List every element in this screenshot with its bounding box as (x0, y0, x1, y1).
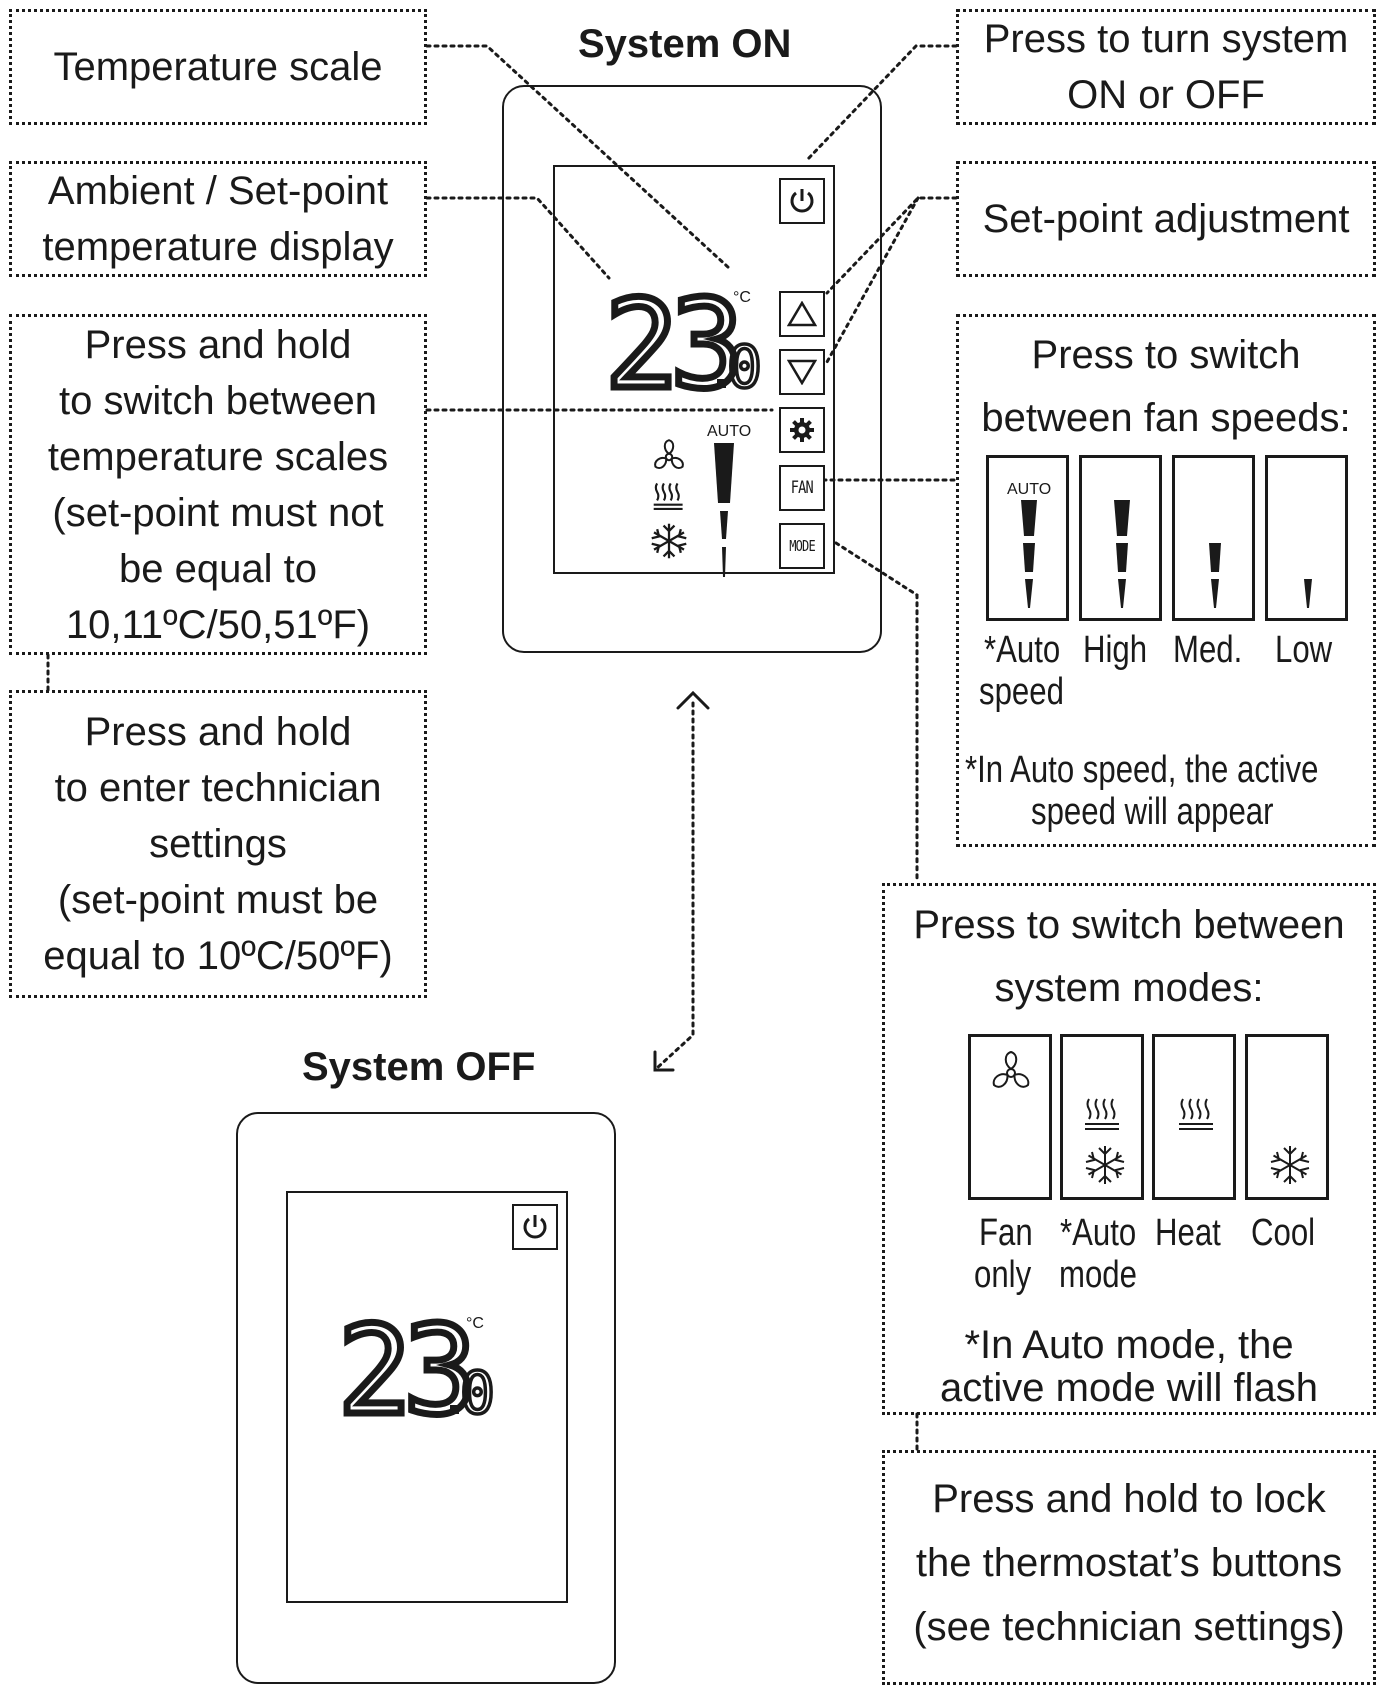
mode-label-heat: Heat (1155, 1212, 1221, 1254)
setpoint-down-button[interactable] (779, 349, 825, 395)
fan-panel-heading-1: Press to switch (1031, 333, 1301, 377)
power-button[interactable] (779, 178, 825, 224)
fan-icon (654, 439, 684, 470)
gear-icon (790, 418, 814, 442)
fan-label-low: Low (1275, 629, 1333, 671)
lcd-screen-off: 23 0 °C (286, 1191, 568, 1603)
system-off-title: System OFF (302, 1045, 536, 1089)
auto-tag: AUTO (1007, 481, 1052, 498)
callout-technician-settings: Press and hold to enter technician setti… (9, 690, 427, 998)
fan-panel-note-1: *In Auto speed, the active (965, 749, 1319, 791)
callout-setpoint-adjustment: Set-point adjustment (956, 161, 1376, 277)
fan-panel-note-2: speed will appear (1031, 791, 1274, 833)
temp-decimal-off: 0 (460, 1359, 495, 1427)
heat-icon (1179, 1098, 1213, 1130)
fan-label-high: High (1083, 629, 1148, 671)
power-button[interactable] (512, 1204, 558, 1250)
callout-scale-switch: Press and hold to switch between tempera… (9, 314, 427, 655)
fan-speed-card-med (1172, 455, 1255, 621)
mode-card-heat (1152, 1034, 1236, 1200)
decimal-point (717, 379, 726, 388)
callout-temperature-scale: Temperature scale (9, 9, 427, 125)
heat-icon (1085, 1098, 1119, 1130)
fan-speed-card-auto: AUTO (986, 455, 1069, 621)
mode-card-auto (1060, 1034, 1144, 1200)
mode-panel-heading-2: system modes: (994, 966, 1264, 1010)
triangle-down-icon (787, 359, 817, 385)
thermostat-on: 23 0 °C (502, 85, 882, 653)
mode-card-cool (1245, 1034, 1329, 1200)
fan-label-med: Med. (1173, 629, 1243, 671)
arrow-head-down (653, 1050, 675, 1072)
lcd-screen-on: 23 0 °C (553, 165, 835, 577)
temp-unit-on: °C (733, 289, 751, 306)
mode-panel-note-2: active mode will flash (940, 1366, 1318, 1410)
mode-label-auto: *Auto mode (1059, 1212, 1137, 1296)
cool-icon (1270, 1146, 1310, 1184)
decimal-point (450, 1405, 459, 1414)
thermostat-off: 23 0 °C (236, 1112, 616, 1684)
cool-icon (651, 523, 687, 559)
temp-unit-off: °C (466, 1315, 484, 1332)
fan-label-auto: *Auto speed (979, 629, 1064, 713)
setpoint-up-button[interactable] (779, 291, 825, 337)
temp-decimal-on: 0 (727, 333, 762, 401)
mode-panel: Press to switch between system modes: (882, 883, 1376, 1415)
fan-speed-card-high (1079, 455, 1162, 621)
fan-panel-heading-2: between fan speeds: (981, 396, 1351, 440)
auto-fan-tag: AUTO (707, 423, 752, 440)
mode-label-cool: Cool (1251, 1212, 1316, 1254)
mode-button[interactable]: MODE (779, 523, 825, 569)
mode-panel-heading-1: Press to switch between (913, 903, 1345, 947)
fan-button[interactable]: FAN (779, 465, 825, 511)
fan-icon (992, 1050, 1030, 1088)
temp-digits-on: 23 (605, 285, 736, 405)
triangle-up-icon (787, 301, 817, 327)
mode-card-fan-only (968, 1034, 1052, 1200)
temperature-display-on: 23 0 (605, 285, 764, 405)
mode-panel-note-1: *In Auto mode, the (964, 1323, 1294, 1367)
fan-speed-card-low (1265, 455, 1348, 621)
fan-bar-high-icon (1114, 500, 1130, 608)
fan-bar-auto-icon (1021, 500, 1037, 608)
power-icon (523, 1215, 547, 1239)
mode-label-fan-only: Fan only (973, 1212, 1033, 1296)
settings-button[interactable] (779, 407, 825, 453)
leader-on-off (655, 701, 695, 1070)
heat-icon (653, 482, 683, 510)
fan-bar-med-icon (1209, 543, 1221, 608)
power-icon (790, 189, 814, 213)
callout-lock-buttons: Press and hold to lock the thermostat’s … (882, 1450, 1376, 1685)
fan-speed-bar-icon (714, 443, 734, 577)
fan-speed-panel: Press to switch between fan speeds: AUTO… (956, 314, 1376, 847)
cool-icon (1085, 1146, 1125, 1184)
temperature-display-off: 23 0 (338, 1311, 497, 1431)
system-on-title: System ON (578, 22, 792, 66)
callout-power: Press to turn system ON or OFF (956, 9, 1376, 125)
callout-ambient-display: Ambient / Set-point temperature display (9, 161, 427, 277)
arrow-head-up (676, 690, 710, 710)
temp-digits-off: 23 (338, 1311, 469, 1431)
fan-bar-low-icon (1304, 579, 1312, 608)
